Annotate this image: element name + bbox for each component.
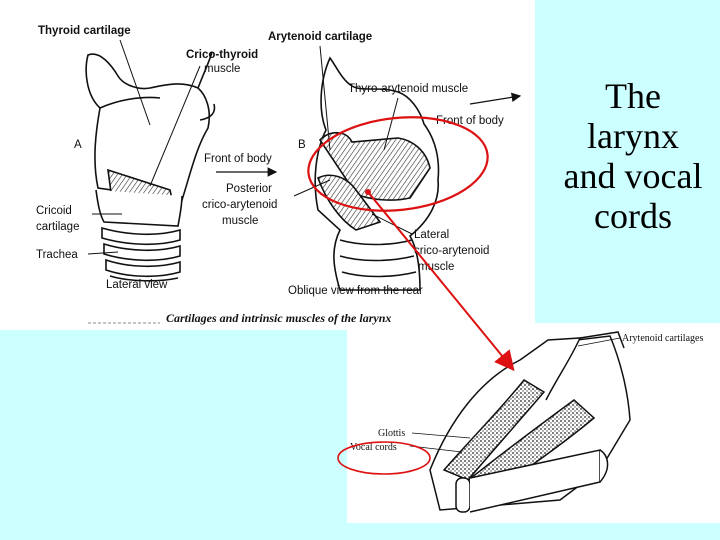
label-lateral-view: Lateral view — [106, 279, 168, 291]
label-oblique-view: Oblique view from the rear — [288, 285, 423, 297]
label-thyro-arytenoid: Thyro-arytenoid muscle — [348, 83, 468, 95]
red-arrow-start-dot — [365, 189, 371, 195]
label-arytenoid-cartilage: Arytenoid cartilage — [268, 31, 372, 43]
lateral-view-drawing — [86, 52, 214, 281]
label-panel-b: B — [298, 139, 306, 151]
label-crico-arytenoid: crico-arytenoid — [202, 199, 277, 211]
label-crico-thyroid: Crico-thyroid — [186, 49, 258, 61]
front-of-body-arrow-right — [470, 96, 520, 104]
label-lateral: Lateral — [414, 229, 449, 241]
label-posterior-muscle: muscle — [222, 215, 258, 227]
label-crico-thyroid-muscle: muscle — [204, 63, 240, 75]
label-vocal-cords: Vocal cords — [350, 442, 397, 453]
label-arytenoid-cartilages: Arytenoid cartilages — [622, 333, 703, 344]
label-panel-a: A — [74, 139, 82, 151]
label-lateral-crico-arytenoid: crico-arytenoid — [414, 245, 489, 257]
vocal-cords-drawing — [430, 332, 630, 512]
label-posterior: Posterior — [226, 183, 272, 195]
label-front-of-body-mid: Front of body — [204, 153, 272, 165]
label-trachea: Trachea — [36, 249, 78, 261]
label-cricoid: Cricoid — [36, 205, 72, 217]
label-cricoid-cartilage: cartilage — [36, 221, 79, 233]
label-glottis: Glottis — [378, 428, 405, 439]
label-lateral-muscle: muscle — [418, 261, 454, 273]
label-thyroid-cartilage: Thyroid cartilage — [38, 25, 131, 37]
figure-caption: Cartilages and intrinsic muscles of the … — [166, 311, 391, 325]
